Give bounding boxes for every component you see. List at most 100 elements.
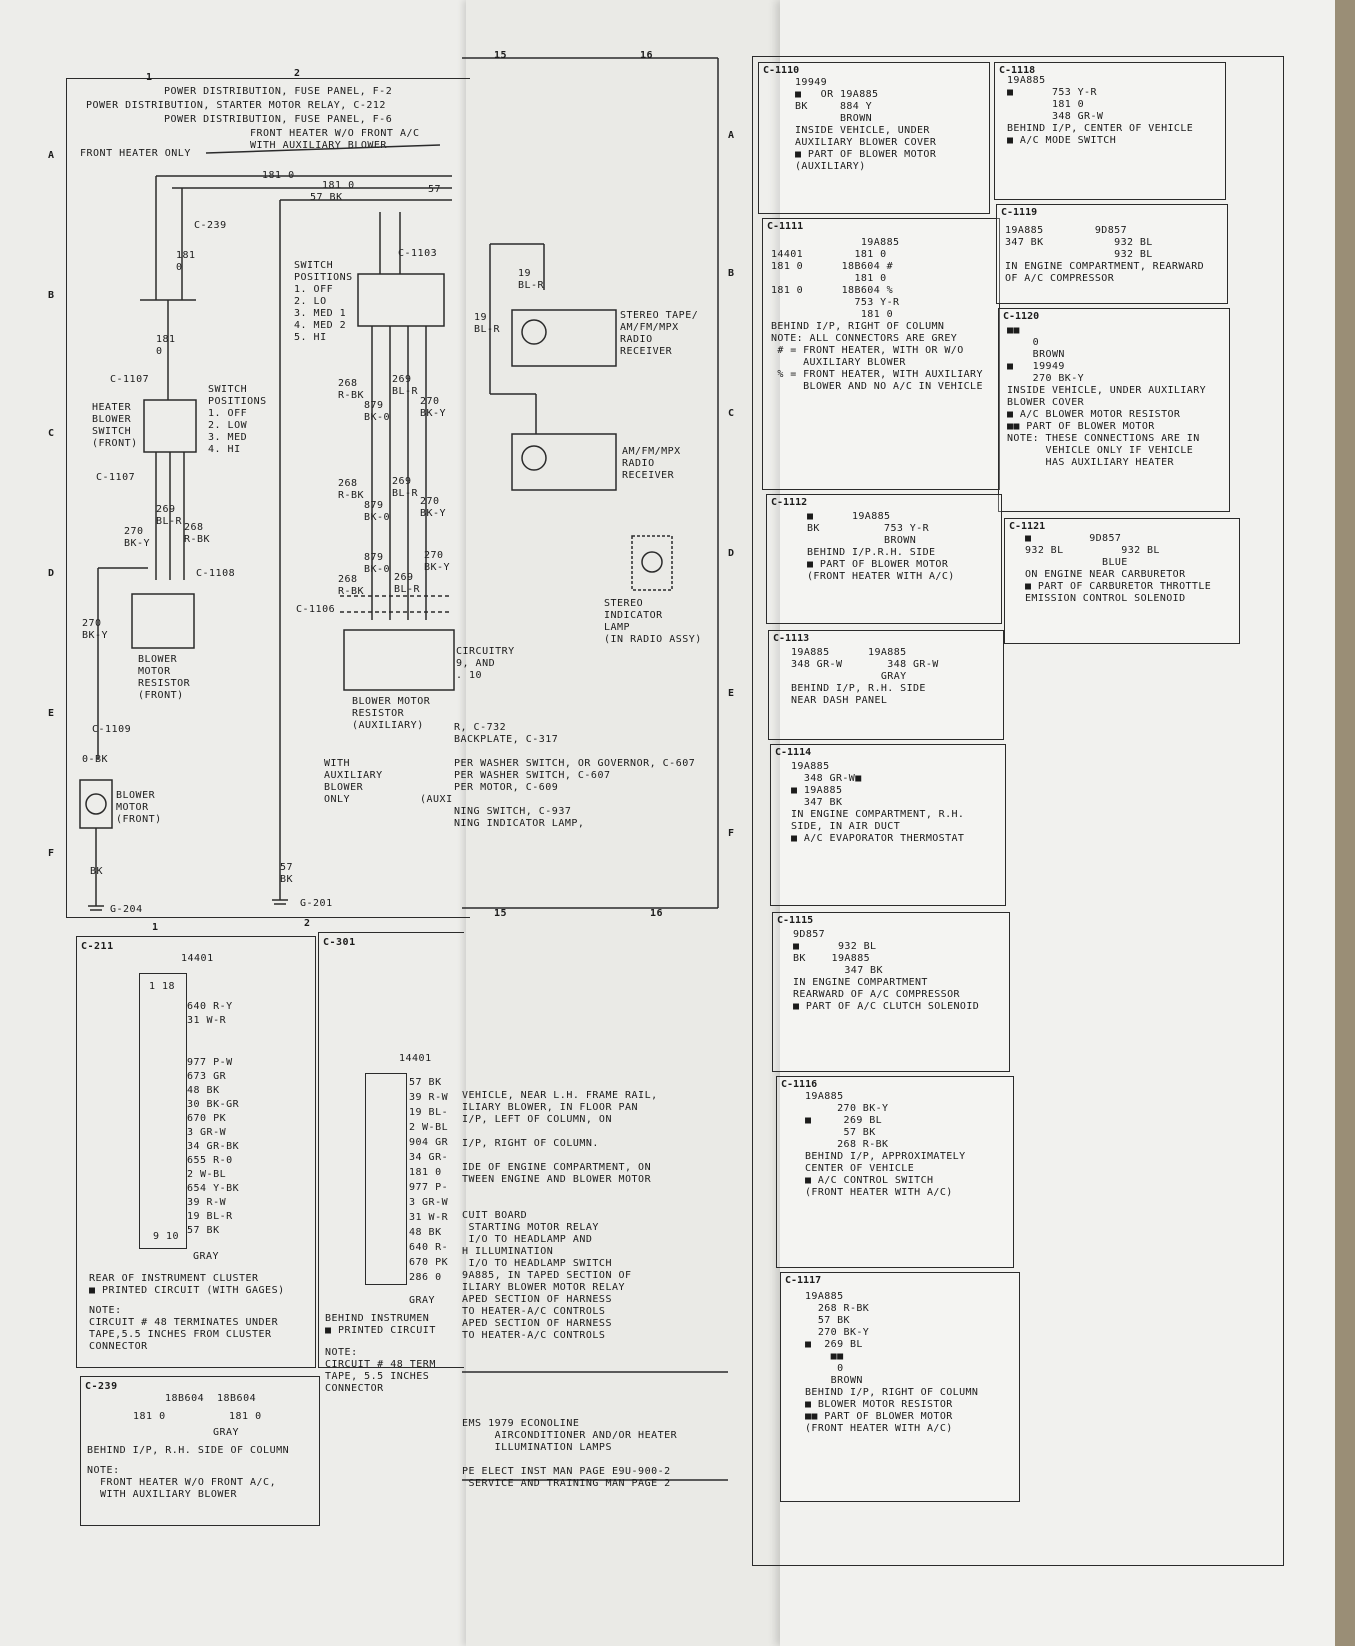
row-letter-a: A [48,150,55,161]
wire-268-aux-c: 268 R-BK [338,574,365,597]
mid-row-c: C [728,408,735,419]
connector-c1118-box: C-1118 19A885 ■ 753 Y-R 181 0 348 GR-W B… [994,62,1226,200]
c211-note: NOTE: CIRCUIT # 48 TERMINATES UNDER TAPE… [89,1305,279,1352]
c1117-text: 19A885 268 R-BK 57 BK 270 BK-Y ■ 269 BL … [805,1291,979,1434]
wire-181-vertical: 181 0 [176,250,196,273]
c1117-id: C-1117 [785,1275,822,1286]
c301-wire: 57 BK [409,1077,442,1088]
connector-c1107-label: C-1107 [110,374,150,385]
c1120-id: C-1120 [1003,311,1040,322]
connector-c1106-label: C-1106 [296,604,336,615]
c211-pins-bot: 9 10 [153,1231,180,1242]
wire-268-aux: 268 R-BK [338,378,365,401]
connector-c1114-box: C-1114 19A885 348 GR-W■ ■ 19A885 347 BK … [770,744,1006,906]
mid-row-f: F [728,828,735,839]
c1115-text: 9D857 ■ 932 BL BK 19A885 347 BK IN ENGIN… [793,929,980,1012]
c211-wire: 640 R-Y [187,1001,233,1012]
c1121-id: C-1121 [1009,521,1046,532]
c1121-text: ■ 9D857 932 BL 932 BL BLUE ON ENGINE NEA… [1025,533,1212,604]
c211-wire: 30 BK-GR [187,1099,240,1110]
wire-269-aux: 269 BL-R [392,374,419,397]
wire-879-aux-b: 879 BK-0 [364,500,391,523]
wire-270-aux-c: 270 BK-Y [424,550,451,573]
c1116-text: 19A885 270 BK-Y ■ 269 BL 57 BK 268 R-BK … [805,1091,966,1198]
c301-wire: 34 GR- [409,1152,449,1163]
c1112-text: ■ 19A885 BK 753 Y-R BROWN BEHIND I/P.R.H… [807,511,955,582]
aux-truncated-label: (AUXI [420,794,453,805]
front-motor-label: BLOWER MOTOR (FRONT) [116,790,162,825]
c211-connector-body [139,973,187,1249]
c239-gray: GRAY [213,1427,240,1438]
aux-resistor-label: BLOWER MOTOR RESISTOR (AUXILIARY) [352,696,431,731]
stereo-tape-receiver-label: STEREO TAPE/ AM/FM/MPX RADIO RECEIVER [620,310,699,357]
c211-wire: 3 GR-W [187,1127,227,1138]
c211-wire: 19 BL-R [187,1211,233,1222]
c211-gray: GRAY [193,1251,220,1262]
connector-c1103-label: C-1103 [398,248,438,259]
connector-c1108-label: C-1108 [196,568,236,579]
c211-caption: REAR OF INSTRUMENT CLUSTER ■ PRINTED CIR… [89,1273,285,1296]
c211-pins-top: 1 18 [149,981,176,992]
c1118-id: C-1118 [999,65,1036,76]
c211-wire: 31 W-R [187,1015,227,1026]
row-letter-c: C [48,428,55,439]
wire-19blr-side: 19 BL-R [474,312,501,335]
wire-268-aux-b: 268 R-BK [338,478,365,501]
c211-wire: 655 R-0 [187,1155,233,1166]
c301-wire: 39 R-W [409,1092,449,1103]
mid-ref-list: R, C-732 BACKPLATE, C-317 PER WASHER SWI… [454,722,696,829]
mid-row-b: B [728,268,735,279]
c239-note: NOTE: FRONT HEATER W/O FRONT A/C, WITH A… [87,1465,277,1500]
c301-gray: GRAY [409,1295,436,1306]
connector-c1107b-label: C-1107 [96,472,136,483]
c1113-text: 19A885 19A885 348 GR-W 348 GR-W GRAY BEH… [791,647,939,706]
c301-wire: 286 0 [409,1272,442,1283]
mid-footer: EMS 1979 ECONOLINE AIRCONDITIONER AND/OR… [462,1418,678,1489]
connector-c1119-box: C-1119 19A885 9D857 347 BK 932 BL 932 BL… [996,204,1228,304]
table-edge [1335,0,1355,1646]
c211-wire: 57 BK [187,1225,220,1236]
bottom-col-1: 1 [152,922,159,933]
row-letter-b: B [48,290,55,301]
c211-wire: 39 R-W [187,1197,227,1208]
connector-c239-panel: C-239 18B604 18B604 181 0 181 0 GRAY BEH… [80,1376,320,1526]
row-letter-f: F [48,848,55,859]
ref-fuse-panel-f2: POWER DISTRIBUTION, FUSE PANEL, F-2 [164,86,393,97]
connector-c1113-box: C-1113 19A885 19A885 348 GR-W 348 GR-W G… [768,630,1004,740]
wire-181-label-b: 181 0 [322,180,355,191]
c301-wire: 3 GR-W [409,1197,449,1208]
wire-57bk-vertical: 57 BK [280,862,294,885]
c301-wire: 904 GR [409,1137,449,1148]
mid-bottom-col-16: 16 [650,908,664,919]
c1110-id: C-1110 [763,65,800,76]
connector-c1110-box: C-1110 19949 ■ OR 19A885 BK 884 Y BROWN … [758,62,990,214]
stereo-indicator-label: STEREO INDICATOR LAMP (IN RADIO ASSY) [604,598,702,645]
c1116-id: C-1116 [781,1079,818,1090]
wire-270-aux: 270 BK-Y [420,396,447,419]
col-number-1: 1 [146,72,153,83]
c1118-text: 19A885 ■ 753 Y-R 181 0 348 GR-W BEHIND I… [1007,75,1194,146]
wire-270-aux-b: 270 BK-Y [420,496,447,519]
c301-connector-body [365,1073,407,1285]
c301-note: NOTE: CIRCUIT # 48 TERM TAPE, 5.5 INCHES… [325,1347,436,1394]
c211-id: C-211 [81,941,114,952]
col-number-2: 2 [294,68,301,79]
row-letter-e: E [48,708,55,719]
c239-id: C-239 [85,1381,118,1392]
ref-fuse-panel-f6: POWER DISTRIBUTION, FUSE PANEL, F-6 [164,114,393,125]
amfm-receiver-label: AM/FM/MPX RADIO RECEIVER [622,446,681,481]
c211-wire: 673 GR [187,1071,227,1082]
mid-location-text: VEHICLE, NEAR L.H. FRAME RAIL, ILIARY BL… [462,1090,658,1341]
front-heater-only-label: FRONT HEATER ONLY [80,148,191,159]
front-switch-positions: SWITCH POSITIONS 1. OFF 2. LOW 3. MED 4.… [208,384,267,455]
wire-0bk-label: 0-BK [82,754,109,765]
c301-wire: 640 R- [409,1242,449,1253]
c301-wire: 977 P- [409,1182,449,1193]
connector-c1111-box: C-1111 19A885 14401 181 0 181 0 18B604 #… [762,218,1000,490]
c211-wire: 654 Y-BK [187,1183,240,1194]
wire-268-front: 268 R-BK [184,522,211,545]
connector-c1120-box: C-1120 ■■ 0 BROWN ■ 19949 270 BK-Y INSID… [998,308,1230,512]
circuitry-label: CIRCUITRY 9, AND . 10 [456,646,515,681]
c1112-id: C-1112 [771,497,808,508]
